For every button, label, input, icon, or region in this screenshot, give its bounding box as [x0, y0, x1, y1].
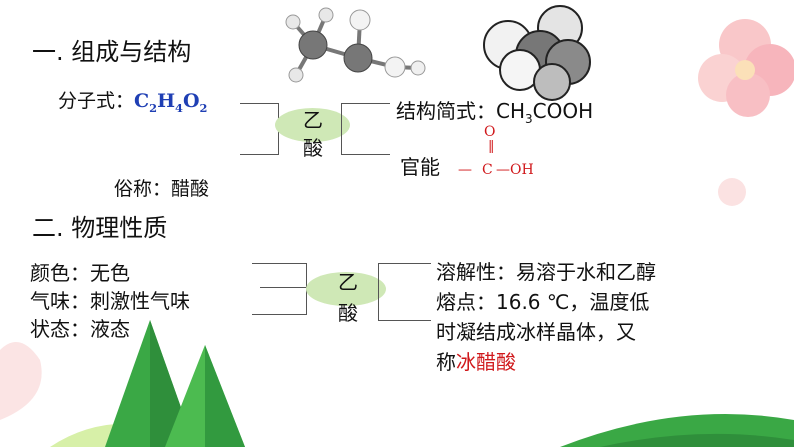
state-property: 状态：液态 — [30, 317, 130, 341]
formula-label: 分子式： — [58, 90, 135, 112]
right-properties: 溶解性：易溶于水和乙醇 熔点：16.6 ℃，温度低 时凝结成冰样晶体，又 称冰醋… — [436, 257, 656, 377]
center-ellipse — [275, 108, 350, 142]
molecular-formula: 分子式：C2H4O2 — [58, 90, 208, 115]
common-name: 俗称：醋酸 — [114, 178, 210, 200]
space-filling-model-icon — [483, 5, 591, 101]
petal-dot — [718, 178, 746, 206]
alias-line: 称冰醋酸 — [436, 350, 516, 374]
solubility-property: 溶解性：易溶于水和乙醇 — [436, 260, 656, 284]
color-property: 颜色：无色 — [30, 261, 130, 285]
center-char-bottom: 酸 — [303, 136, 323, 160]
center-char-top-2: 乙 — [338, 270, 358, 294]
ball-stick-model-icon — [285, 7, 426, 83]
right-bracket-2 — [378, 263, 431, 321]
functional-group-label: 官能 — [400, 155, 440, 179]
odor-property: 气味：刺激性气味 — [30, 289, 190, 313]
center-char-bottom-2: 酸 — [338, 301, 358, 325]
blossom-icon — [698, 19, 794, 117]
structural-formula: 结构简式：CH3COOH — [396, 99, 594, 126]
glacial-acetic-acid: 冰醋酸 — [456, 350, 516, 374]
right-bracket — [341, 103, 390, 155]
section2-title: 二. 物理性质 — [32, 214, 168, 242]
section1-title: 一. 组成与结构 — [32, 38, 192, 66]
center-char-top: 乙 — [303, 108, 323, 132]
functional-group-structure: O ‖ — C —OH — [458, 124, 534, 178]
melting-point-property: 熔点：16.6 ℃，温度低 — [436, 290, 650, 314]
petal-blob — [0, 342, 42, 420]
melting-point-continued: 时凝结成冰样晶体，又 — [436, 320, 636, 344]
left-properties: 颜色：无色 气味：刺激性气味 状态：液态 — [30, 259, 190, 343]
left-bracket-2 — [252, 263, 307, 315]
left-bracket — [240, 103, 279, 155]
center-ellipse-2 — [306, 272, 386, 306]
